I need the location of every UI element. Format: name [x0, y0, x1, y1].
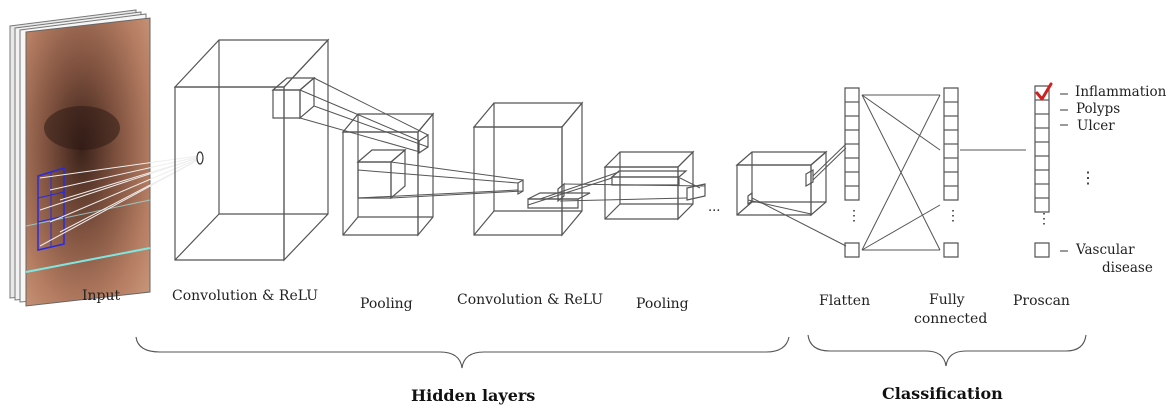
- class-label-inflammation: Inflammation: [1075, 84, 1167, 100]
- dense-connections: [862, 95, 1026, 250]
- conv2-volume: [474, 103, 590, 235]
- pool1-label: Pooling: [360, 296, 413, 312]
- input-image-stack: [10, 10, 150, 306]
- check-icon: [1037, 84, 1051, 99]
- receptive-field-grid: [38, 168, 64, 250]
- scan-line: [26, 248, 150, 272]
- kernel-point: [196, 151, 204, 165]
- layer-ellipsis: ...: [708, 200, 721, 215]
- feature-connections: [300, 78, 846, 246]
- hidden-layers-brace: [136, 337, 789, 368]
- classification-label: Classification: [882, 384, 1003, 403]
- class-label-ulcer: Ulcer: [1077, 118, 1115, 134]
- final-feature-volume: [737, 152, 826, 215]
- flatten-label: Flatten: [819, 293, 871, 309]
- pool2-label: Pooling: [636, 296, 689, 312]
- flatten-vdots: ⋮: [847, 208, 861, 224]
- proscan-output-column: [1035, 86, 1068, 257]
- fully-connected-column: [944, 88, 958, 257]
- classes-vdots: ⋮: [1080, 168, 1096, 187]
- conv1-volume: [175, 40, 328, 260]
- pool2-volume: [605, 152, 705, 219]
- classification-brace: [808, 335, 1086, 366]
- kernel-rays: [40, 156, 198, 246]
- conv2-label: Convolution & ReLU: [457, 292, 604, 308]
- class-label-polyps: Polyps: [1076, 101, 1121, 117]
- class-label-disease: disease: [1102, 260, 1153, 276]
- hidden-layers-label: Hidden layers: [411, 386, 536, 405]
- proscan-label: Proscan: [1013, 293, 1070, 309]
- pool1-volume: [343, 114, 433, 235]
- endoscopy-image: [26, 18, 150, 306]
- proscan-vdots: ⋮: [1037, 211, 1051, 227]
- input-label: Input: [82, 288, 121, 304]
- fully-connected-label-1: Fully: [929, 292, 965, 308]
- fully-connected-label-2: connected: [914, 311, 988, 327]
- conv1-label: Convolution & ReLU: [172, 288, 319, 304]
- fc-vdots: ⋮: [946, 208, 960, 224]
- class-label-vascular: Vascular: [1076, 242, 1135, 258]
- flatten-column: [845, 88, 859, 257]
